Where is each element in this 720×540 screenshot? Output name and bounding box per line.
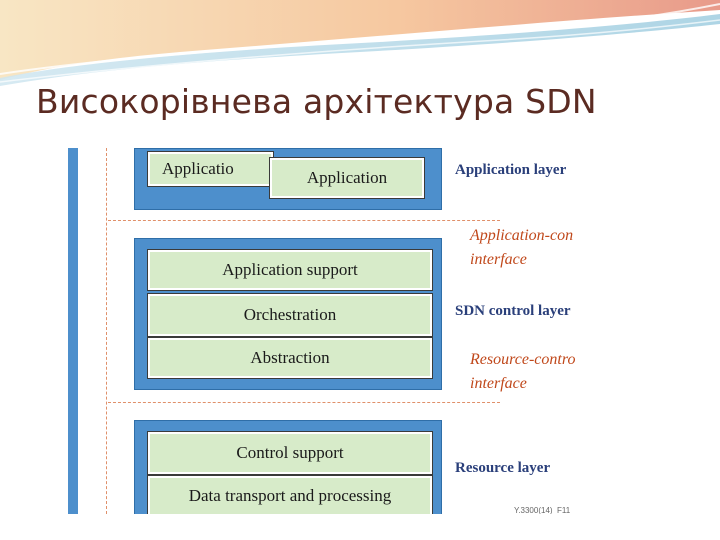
- resource-control-interface-label-line1: Resource-contro: [470, 350, 575, 370]
- decorative-header-swoosh: [0, 0, 720, 90]
- sdn-architecture-diagram: Applicatio Application Application layer…: [68, 148, 611, 514]
- application-layer-label: Application layer: [455, 162, 566, 179]
- resource-layer-label: Resource layer: [455, 460, 550, 477]
- sdn-control-layer-label: SDN control layer: [455, 303, 571, 320]
- application-component-1: Applicatio: [148, 152, 273, 186]
- app-control-interface-label-line2: interface: [470, 250, 527, 270]
- left-border-bar: [68, 148, 78, 514]
- control-support-component: Control support: [148, 432, 432, 474]
- app-control-interface-label-line1: Application-con: [470, 226, 573, 246]
- resource-control-interface-label-line2: interface: [470, 374, 527, 394]
- vertical-dashed-line: [106, 148, 107, 514]
- resource-control-interface-line: [108, 402, 500, 403]
- application-component-2: Application: [270, 158, 424, 198]
- slide-title: Високорівнева архітектура SDN: [36, 82, 597, 121]
- app-control-interface-line: [108, 220, 500, 221]
- figure-footnote: Y.3300(14)_F11: [514, 506, 570, 514]
- orchestration-component: Orchestration: [148, 294, 432, 336]
- data-transport-component: Data transport and processing: [148, 476, 432, 514]
- application-support-component: Application support: [148, 250, 432, 290]
- abstraction-component: Abstraction: [148, 338, 432, 378]
